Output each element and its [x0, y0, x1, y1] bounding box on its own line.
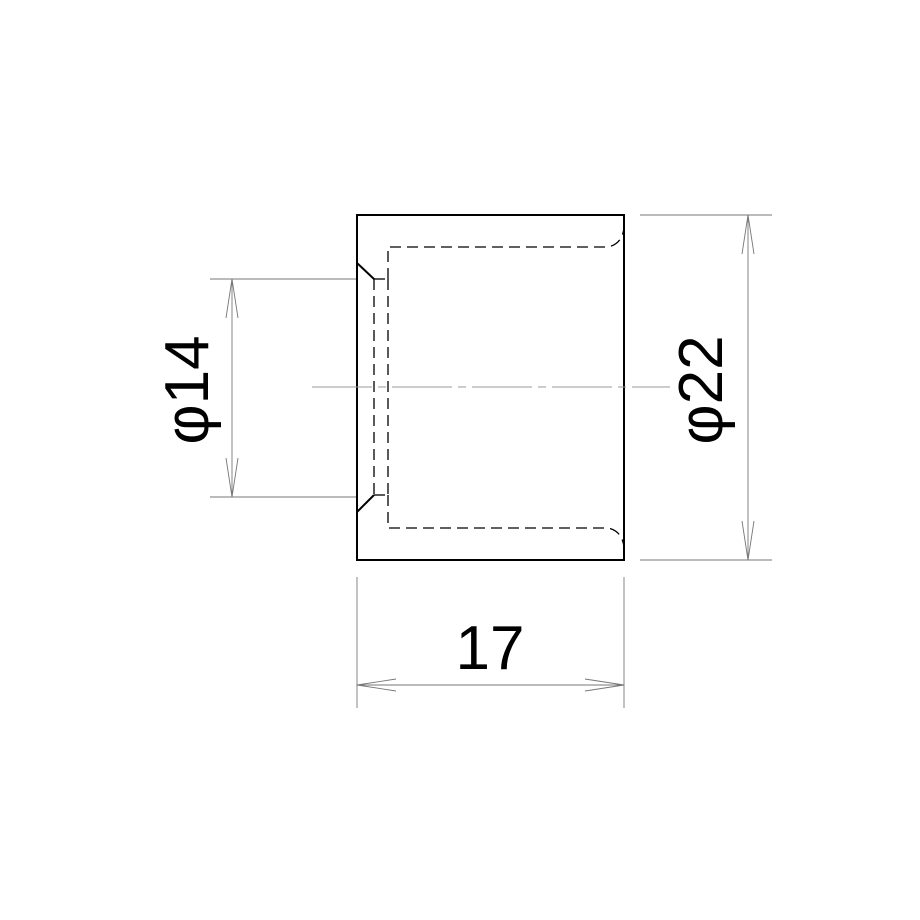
arrow-outer-top: [741, 214, 755, 255]
arrow-outer-bottom: [741, 520, 755, 561]
chamfer-top: [356, 262, 375, 280]
hidden-line-bore: [387, 227, 625, 279]
dimension-label-length: 17: [456, 614, 525, 683]
chamfer-bottom: [356, 494, 375, 513]
arrow-inner-top: [225, 278, 239, 319]
dimension-label-outer-diameter: φ22: [667, 335, 736, 444]
dimension-label-inner-diameter: φ14: [153, 335, 222, 444]
part-outline: [356, 214, 625, 561]
hidden-line-bore-bottom: [387, 495, 625, 548]
arrow-length-left: [356, 678, 397, 692]
arrow-length-right: [584, 678, 625, 692]
arrow-inner-bottom: [225, 457, 239, 498]
